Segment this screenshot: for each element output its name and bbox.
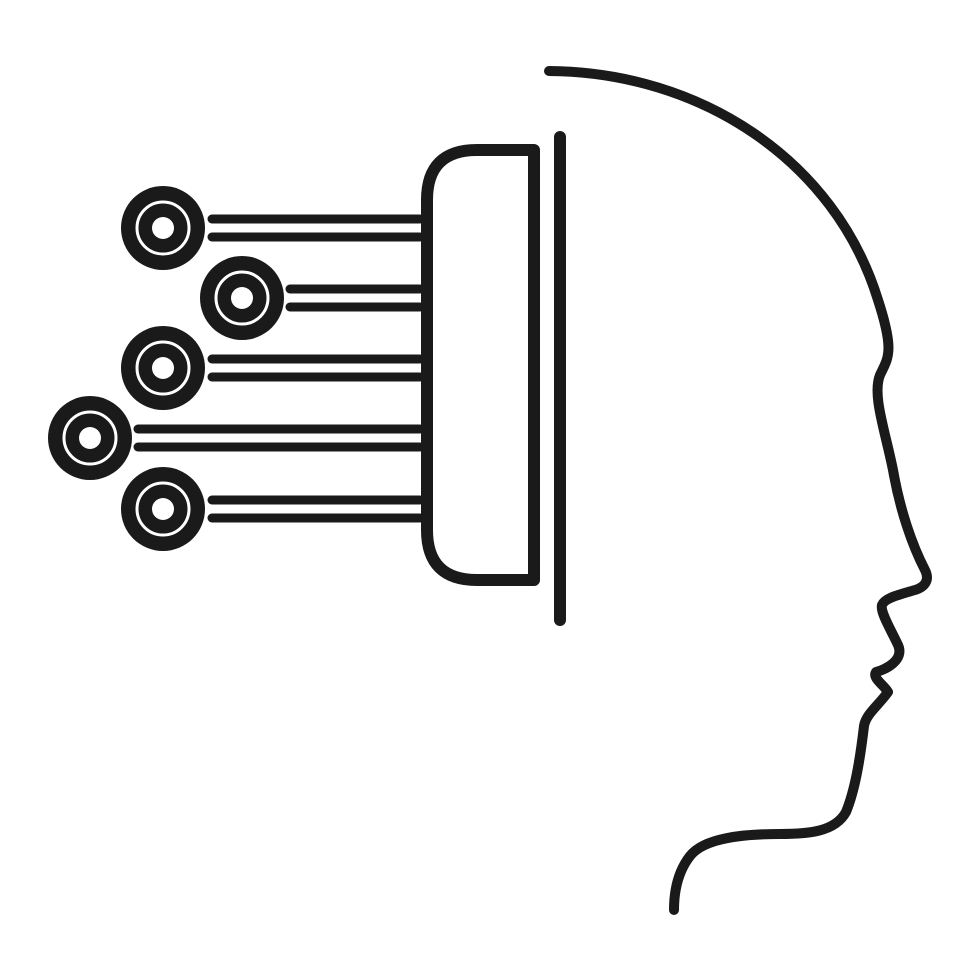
connector-plug — [421, 144, 540, 586]
circuit-node — [121, 326, 205, 410]
circuit-node — [200, 256, 284, 340]
circuit-node — [121, 186, 205, 270]
circuit-node — [48, 396, 132, 480]
circuit-node — [121, 467, 205, 551]
head-profile — [544, 66, 932, 915]
circuit-wires — [133, 214, 425, 523]
